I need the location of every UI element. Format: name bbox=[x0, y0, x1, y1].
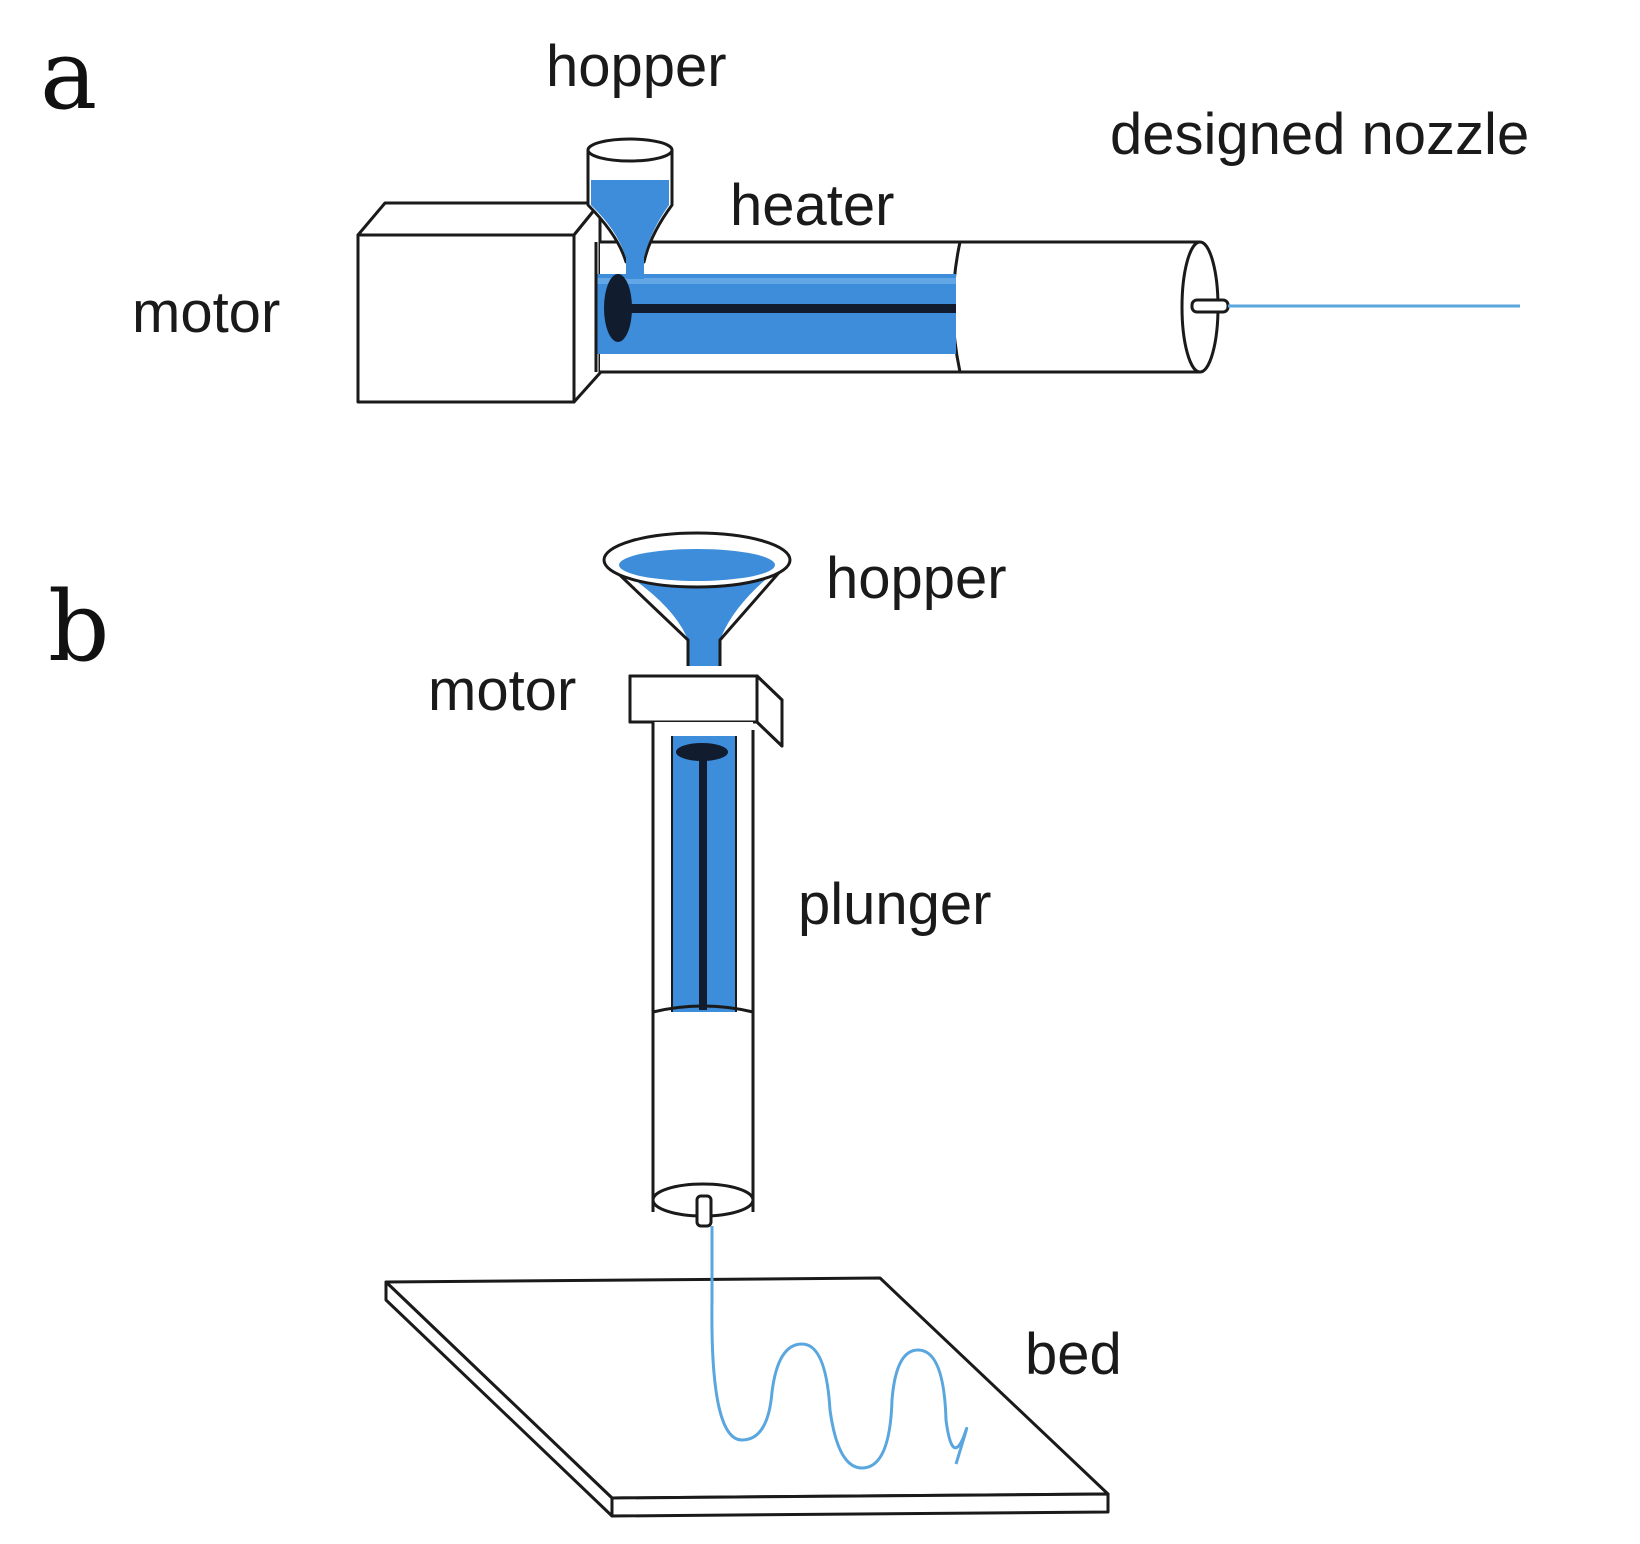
panel-a-hopper bbox=[586, 137, 674, 279]
panel-b: b bbox=[48, 531, 1122, 1518]
panel-a-hopper-label: hopper bbox=[546, 34, 727, 99]
panel-b-filament bbox=[710, 1226, 969, 1470]
panel-b-motor-box bbox=[628, 674, 784, 748]
panel-a-letter: a bbox=[40, 19, 97, 131]
panel-a-motor-label: motor bbox=[132, 280, 280, 345]
panel-a-heater-label: heater bbox=[730, 173, 894, 238]
panel-b-hopper-label: hopper bbox=[826, 546, 1007, 611]
panel-b-plunger-label: plunger bbox=[798, 872, 991, 937]
panel-a-designed-nozzle-label: designed nozzle bbox=[1110, 102, 1529, 167]
panel-b-bed-label: bed bbox=[1025, 1322, 1122, 1387]
panel-a-melt bbox=[594, 242, 956, 372]
panel-b-hopper bbox=[602, 531, 792, 666]
panel-b-bed bbox=[384, 1276, 1110, 1518]
panel-a-motor-box bbox=[356, 201, 602, 404]
panel-b-barrel bbox=[651, 722, 755, 1228]
panel-b-motor-label: motor bbox=[428, 658, 576, 723]
panel-a: a bbox=[40, 19, 1529, 404]
panel-b-letter: b bbox=[48, 571, 109, 683]
